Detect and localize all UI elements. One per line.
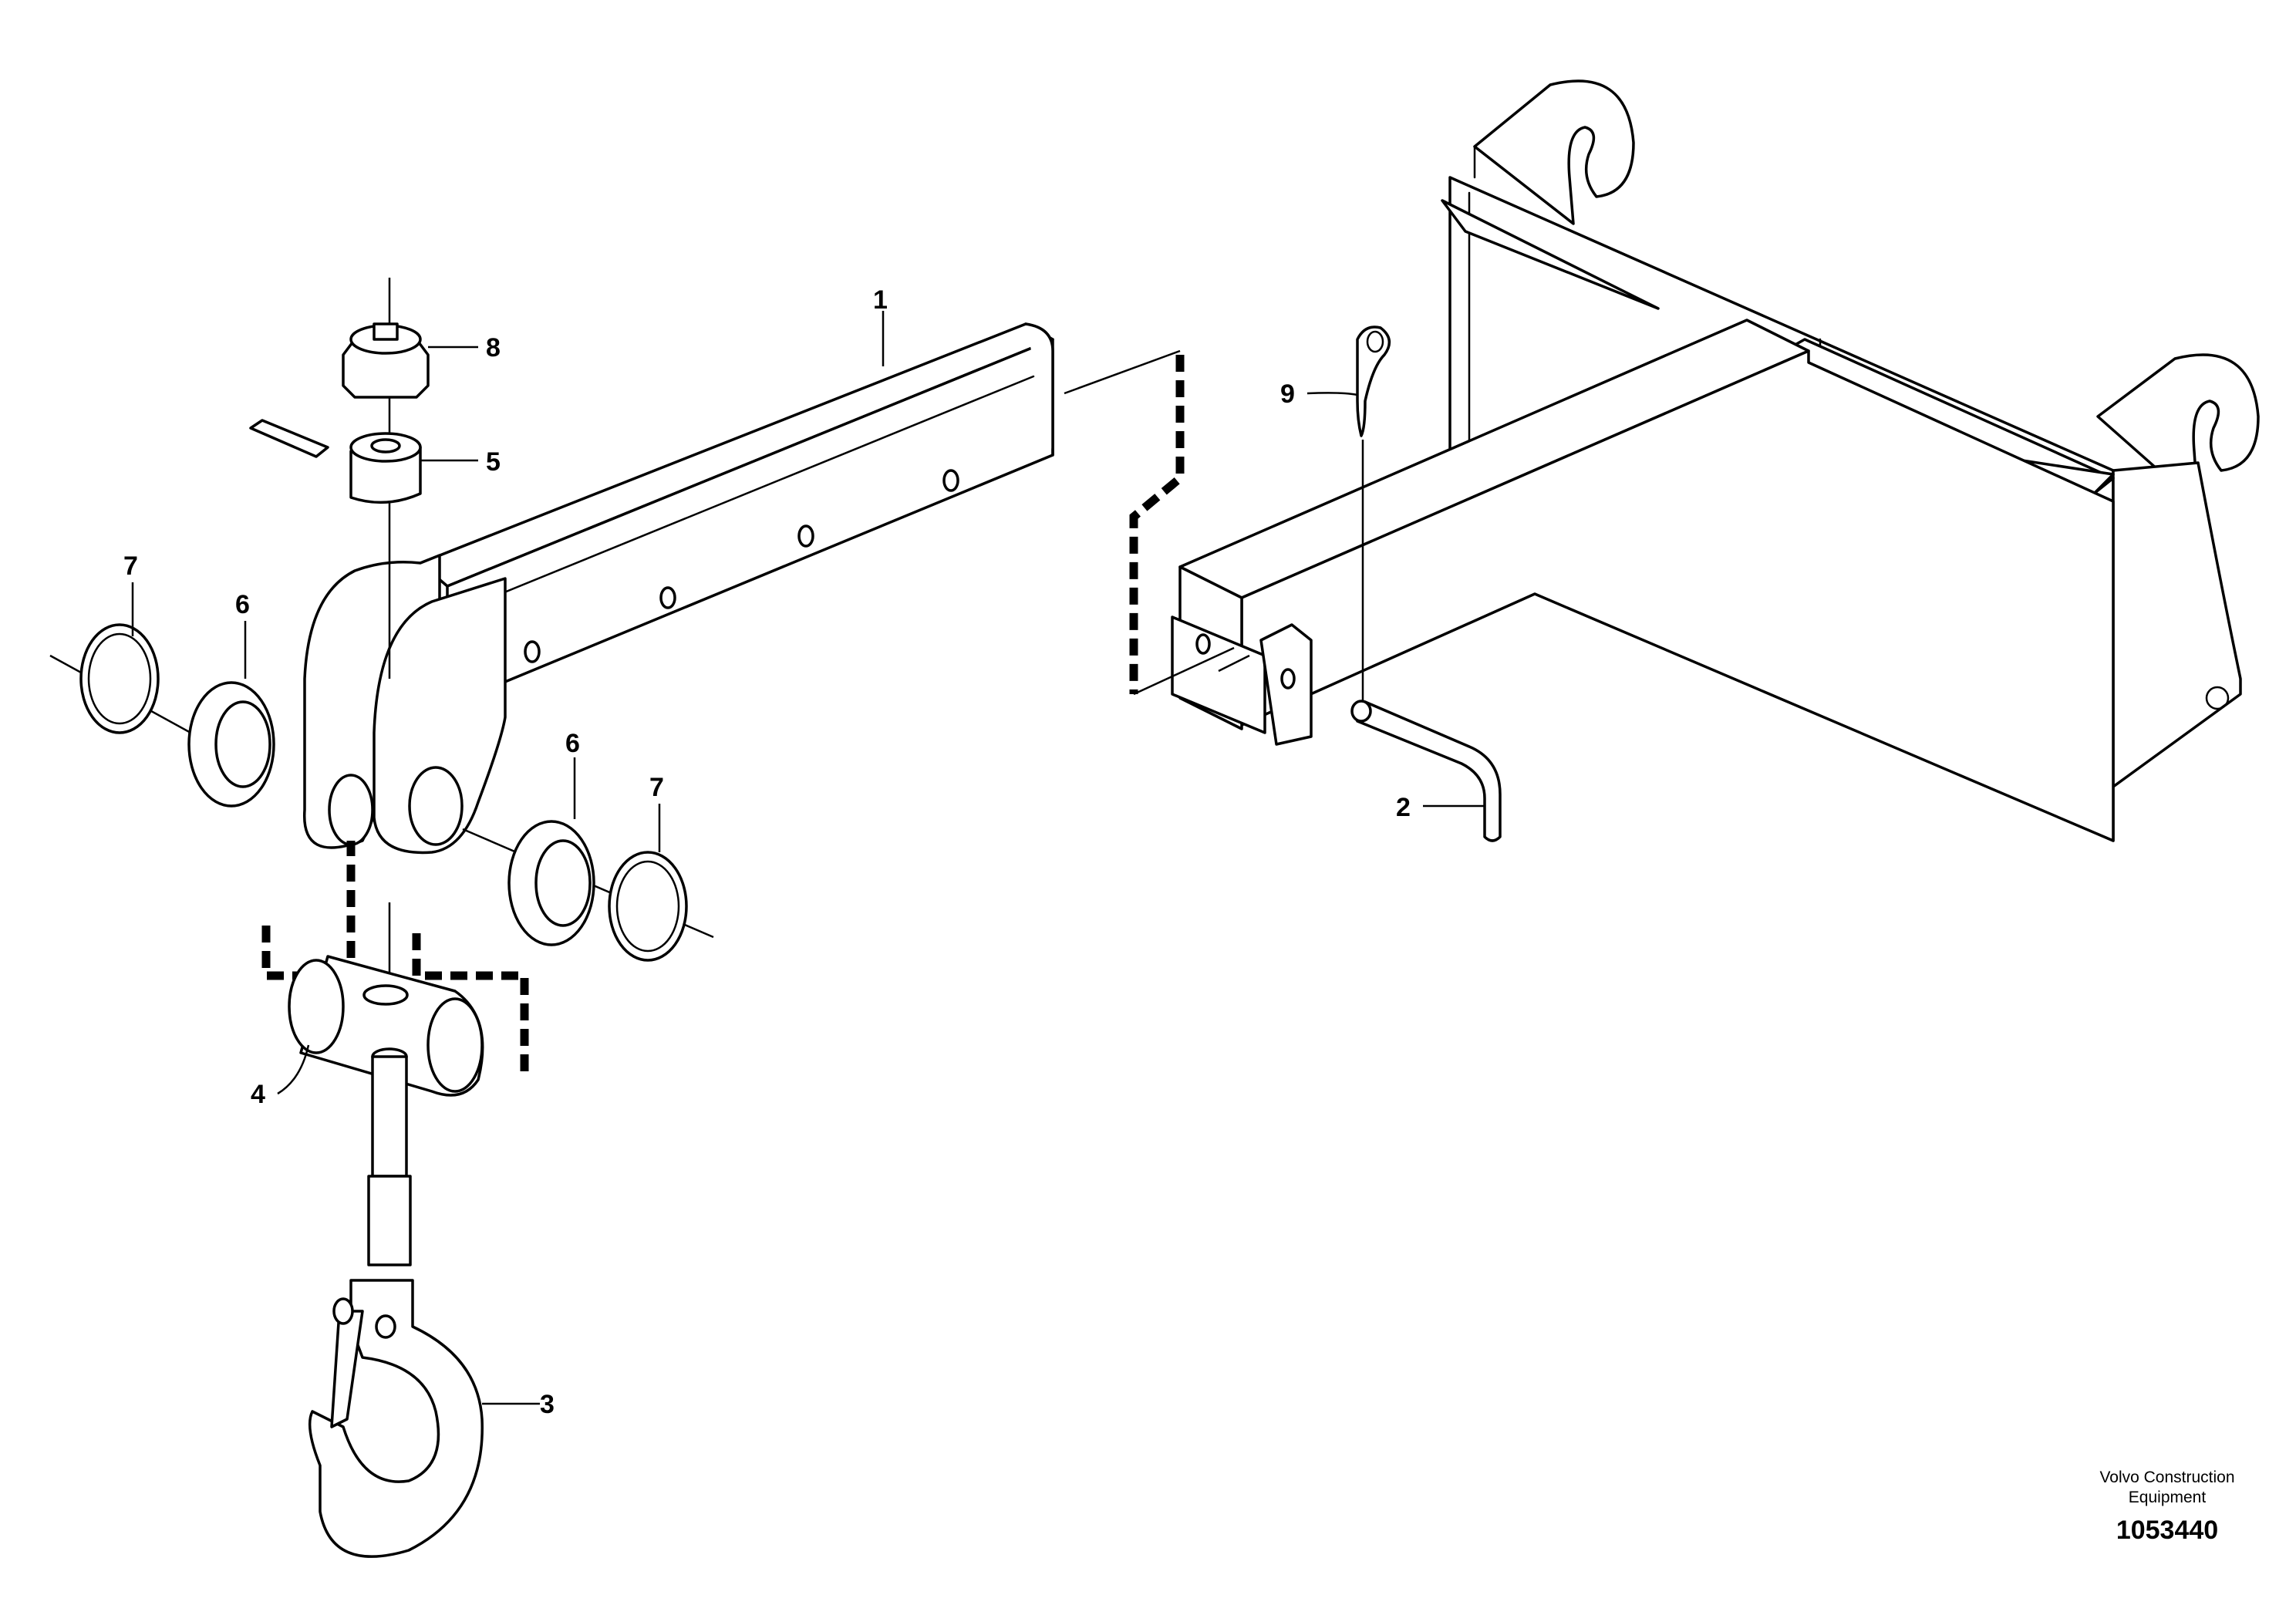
l-pin bbox=[1350, 700, 1502, 842]
callout-6-right: 6 bbox=[565, 729, 580, 758]
leader-lines bbox=[131, 311, 1485, 1405]
document-number: 1053440 bbox=[2116, 1516, 2218, 1545]
cotter-pin bbox=[249, 419, 329, 458]
callout-4: 4 bbox=[251, 1080, 265, 1109]
washer-left bbox=[187, 681, 275, 808]
callout-6-left: 6 bbox=[235, 590, 250, 619]
brand-line-2: Equipment bbox=[2129, 1489, 2207, 1506]
callout-labels: 1 2 3 4 5 6 6 7 7 8 9 bbox=[123, 285, 1411, 1419]
trunnion-pin bbox=[288, 955, 484, 1097]
retaining-ring-right bbox=[608, 851, 688, 962]
spacer-nut bbox=[349, 432, 422, 504]
lynch-pin bbox=[1356, 325, 1391, 437]
castle-nut bbox=[342, 322, 430, 399]
washer-right bbox=[507, 820, 595, 946]
retaining-ring-left bbox=[79, 623, 160, 734]
arm-boom bbox=[303, 322, 1054, 855]
brand-line-1: Volvo Construction bbox=[2099, 1469, 2234, 1486]
footer: Volvo Construction Equipment 1053440 bbox=[2099, 1469, 2234, 1545]
callout-8: 8 bbox=[486, 333, 501, 363]
callout-5: 5 bbox=[486, 447, 501, 477]
callout-7-right: 7 bbox=[649, 773, 664, 802]
callout-3: 3 bbox=[540, 1390, 555, 1419]
callout-7-left: 7 bbox=[123, 551, 138, 581]
lifting-hook bbox=[308, 1047, 484, 1558]
attachment-frame bbox=[1171, 79, 2260, 842]
callout-1: 1 bbox=[873, 285, 888, 315]
callout-9: 9 bbox=[1280, 379, 1295, 409]
callout-2: 2 bbox=[1396, 793, 1411, 822]
